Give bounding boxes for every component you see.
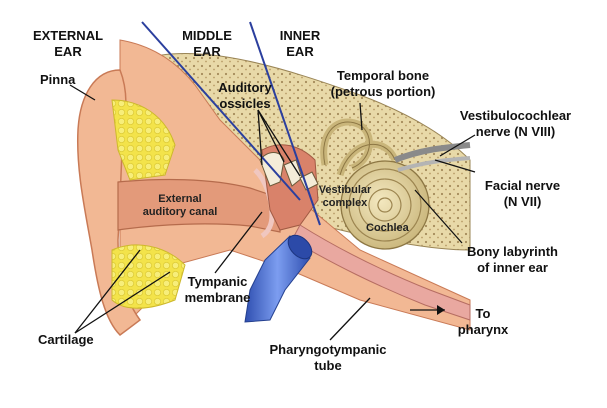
label-auditory-ossicles: Auditory ossicles <box>218 80 272 111</box>
nerve-bundle <box>393 142 471 163</box>
cartilage-shape <box>111 99 176 181</box>
label-bony-labyrinth: Bony labyrinth of inner ear <box>466 244 558 275</box>
nerve-bundle-inner <box>397 156 471 172</box>
semicircular-canals-outline <box>323 121 396 176</box>
arrow-head <box>437 305 445 315</box>
label-cartilage: Cartilage <box>38 332 94 347</box>
leader-ossicles-3 <box>257 109 301 177</box>
blue-tube <box>244 234 313 323</box>
leader-pharyngo-tube <box>329 297 371 341</box>
label-temporal-bone: Temporal bone (petrous portion) <box>330 68 436 99</box>
external-canal-shape <box>117 178 281 233</box>
label-facial-nerve: Facial nerve (N VII) <box>484 178 561 209</box>
header-inner-ear: INNER EAR <box>279 28 321 59</box>
leader-ossicles-2 <box>257 109 285 163</box>
label-tympanic-membrane: Tympanic membrane <box>184 274 251 305</box>
cartilage-shape-lower <box>111 244 186 309</box>
divider-outer-middle <box>141 21 301 201</box>
header-middle-ear: MIDDLE EAR <box>182 28 232 59</box>
leader-pinna <box>69 84 96 101</box>
pharyngotympanic-tube-shape <box>291 224 471 321</box>
header-external-ear: EXTERNAL EAR <box>32 28 104 59</box>
soft-tissue <box>119 39 471 332</box>
leader-ossicles-1 <box>257 109 263 166</box>
leader-cartilage-2 <box>74 271 171 334</box>
label-external-auditory-canal: External auditory canal <box>142 193 218 218</box>
label-vestibular-complex: Vestibular complex <box>318 184 372 209</box>
label-pinna: Pinna <box>40 72 76 87</box>
label-pharyngotympanic-tube: Pharyngotympanic tube <box>269 342 387 373</box>
leader-cartilage-1 <box>74 249 141 334</box>
leader-tympanic <box>214 211 263 274</box>
leader-vestibulocochlear <box>439 134 476 157</box>
leader-temporal <box>359 102 363 131</box>
label-to-pharynx: To pharynx <box>457 306 509 337</box>
leader-labyrinth <box>414 189 463 244</box>
label-cochlea: Cochlea <box>366 222 409 234</box>
divider-middle-inner <box>249 21 321 226</box>
leader-facial <box>434 159 476 173</box>
label-vestibulocochlear-nerve: Vestibulocochlear nerve (N VIII) <box>459 108 572 139</box>
